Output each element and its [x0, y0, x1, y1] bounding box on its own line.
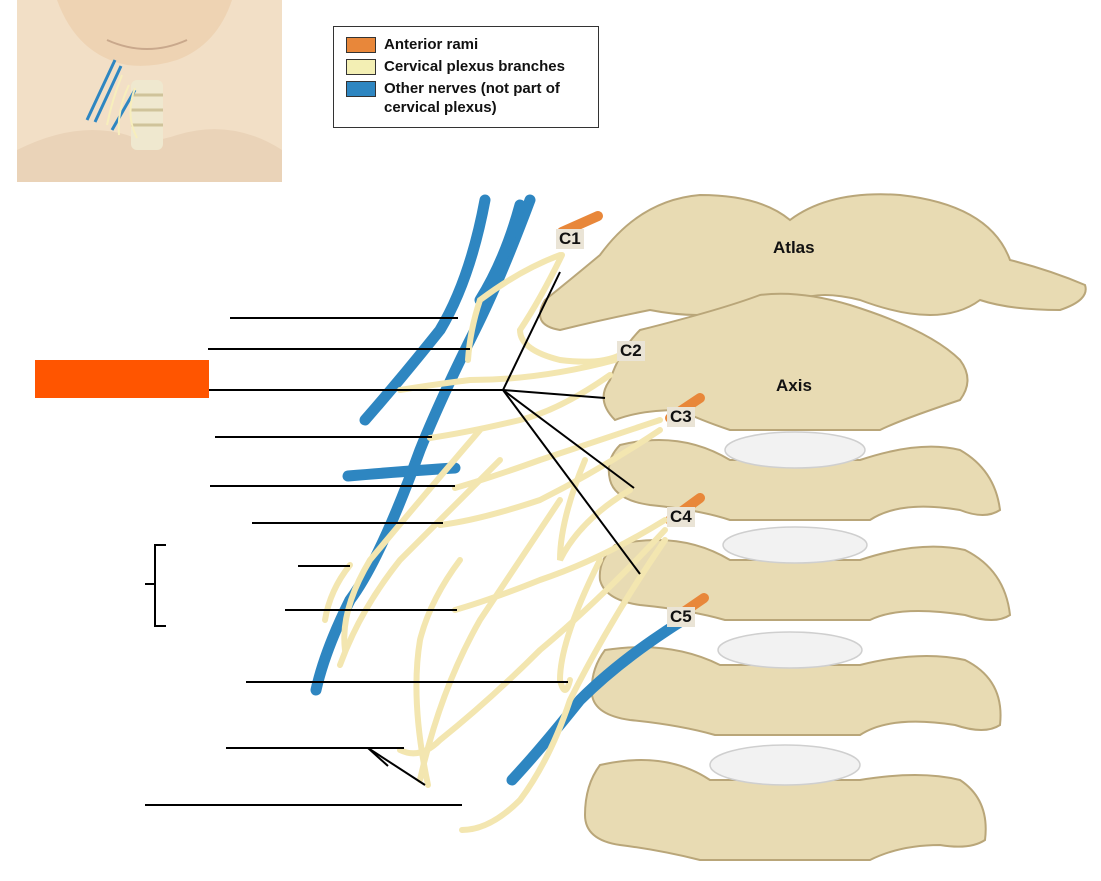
other-nerves — [310, 194, 686, 786]
legend-swatch-orange — [346, 37, 376, 53]
legend-swatch-blue — [346, 81, 376, 97]
redaction-block — [35, 360, 209, 398]
axis-label: Axis — [776, 376, 812, 395]
neck-illustration — [17, 0, 282, 182]
legend-item-other-nerves: Other nerves (not part of cervical plexu… — [346, 79, 594, 117]
atlas-bone — [539, 193, 1087, 332]
c4-label: C4 — [667, 507, 695, 527]
neck-thumbnail-image — [17, 0, 282, 182]
c1-label: C1 — [556, 229, 584, 249]
c5-vertebra — [590, 646, 1002, 736]
axis-bone — [602, 292, 969, 431]
legend-label: Other nerves (not part of cervical plexu… — [384, 80, 560, 116]
intervertebral-discs — [709, 431, 868, 786]
vertebral-column — [539, 193, 1087, 861]
legend-label: Anterior rami — [384, 36, 479, 53]
legend-item-cervical-plexus: Cervical plexus branches — [346, 57, 594, 76]
c3-label: C3 — [667, 407, 695, 427]
legend-item-anterior-rami: Anterior rami — [346, 35, 594, 54]
c2-label: C2 — [617, 341, 645, 361]
cervical-plexus-branches — [322, 252, 668, 833]
c6-vertebra — [583, 759, 987, 861]
legend-swatch-yellow — [346, 59, 376, 75]
leader-lines — [145, 271, 641, 806]
legend-label: Cervical plexus branches — [384, 58, 565, 75]
atlas-label: Atlas — [773, 238, 815, 257]
c4-vertebra — [598, 539, 1012, 621]
legend: Anterior rami Cervical plexus branches O… — [333, 26, 599, 128]
c5-label: C5 — [667, 607, 695, 627]
